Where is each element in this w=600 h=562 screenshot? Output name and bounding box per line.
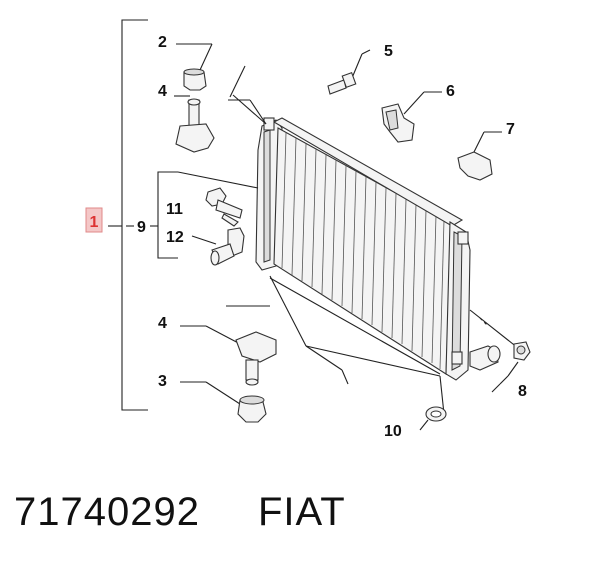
brand-name: FIAT	[257, 490, 346, 534]
part-2-bushing	[176, 43, 213, 91]
svg-text:4: 4	[158, 83, 167, 100]
callout-1[interactable]: 1	[85, 207, 103, 233]
callout-12[interactable]: 12	[166, 229, 184, 246]
svg-text:7: 7	[506, 121, 515, 138]
svg-text:6: 6	[446, 83, 455, 100]
callout-5[interactable]: 5	[384, 43, 393, 60]
callout-6[interactable]: 6	[446, 83, 455, 100]
callout-10[interactable]: 10	[384, 423, 402, 440]
callout-7[interactable]: 7	[506, 121, 515, 138]
callout-9[interactable]: 9	[137, 219, 146, 236]
svg-text:4: 4	[158, 315, 167, 332]
part-8-nut	[491, 341, 531, 393]
exploded-parts-diagram: 1 9	[85, 19, 531, 440]
sub-bracket-9	[150, 171, 178, 259]
part-number: 71740292	[14, 490, 200, 534]
part-11-clip	[177, 171, 259, 227]
svg-text:1: 1	[90, 214, 99, 231]
assembly-bracket-1	[108, 19, 148, 411]
part-caption: 71740292 FIAT	[14, 490, 346, 535]
callout-2[interactable]: 2	[158, 34, 167, 51]
svg-text:3: 3	[158, 373, 167, 390]
callout-8[interactable]: 8	[518, 383, 527, 400]
leader-lines-upper	[228, 65, 267, 125]
part-6-clip	[381, 91, 442, 143]
svg-text:10: 10	[384, 423, 402, 440]
part-4-upper-bracket	[174, 95, 215, 153]
svg-text:8: 8	[518, 383, 527, 400]
part-3-bushing	[180, 381, 267, 423]
callout-3[interactable]: 3	[158, 373, 167, 390]
part-7-clip	[457, 131, 502, 181]
svg-text:2: 2	[158, 34, 167, 51]
callout-11[interactable]: 11	[166, 201, 183, 218]
svg-text:5: 5	[384, 43, 393, 60]
part-10-oring	[419, 406, 447, 431]
leader-lines-lower	[226, 275, 519, 415]
part-5-bolt	[327, 49, 371, 95]
svg-text:11: 11	[166, 201, 183, 218]
callout-4-upper[interactable]: 4	[158, 83, 167, 100]
svg-text:12: 12	[166, 229, 184, 246]
svg-text:9: 9	[137, 219, 146, 236]
part-12-connector	[191, 227, 245, 266]
part-4-lower-bracket	[180, 325, 277, 386]
radiator	[255, 117, 501, 381]
callout-4-lower[interactable]: 4	[158, 315, 167, 332]
